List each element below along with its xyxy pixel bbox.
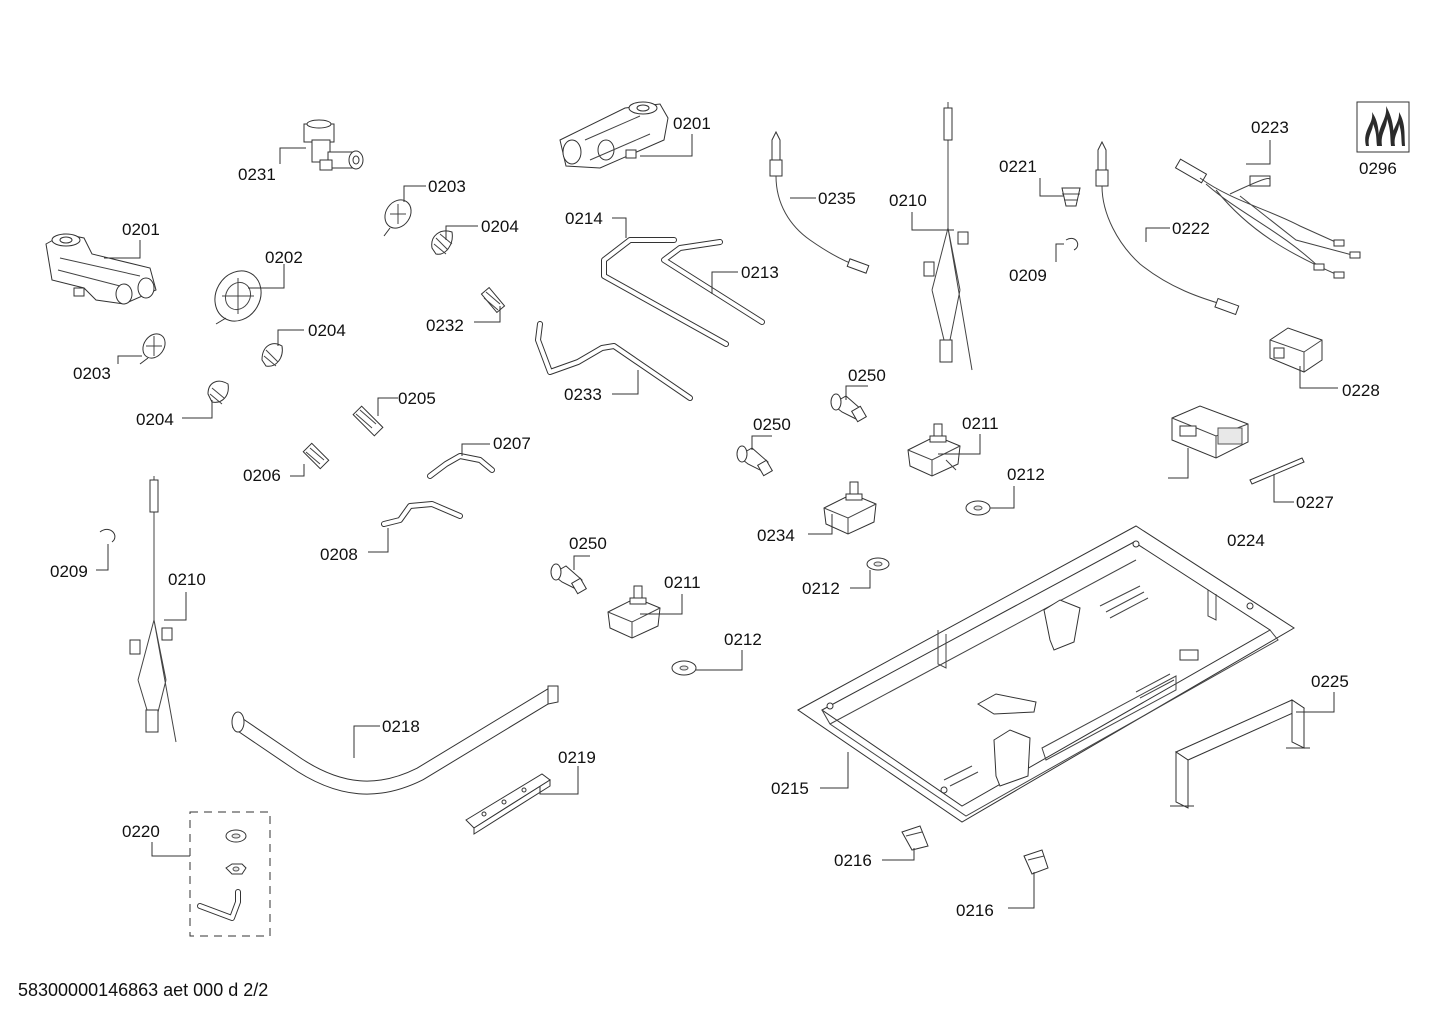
burner-valve-body-0201-left xyxy=(45,233,157,305)
gas-pipe-0233 xyxy=(535,321,693,401)
bottom-tray-0215 xyxy=(797,525,1295,823)
injector-0232 xyxy=(480,286,506,314)
part-label-0221: 0221 xyxy=(999,157,1037,176)
part-label-0216: 0216 xyxy=(834,851,872,870)
part-label-0210: 0210 xyxy=(889,191,927,210)
part-label-0211: 0211 xyxy=(664,573,701,592)
control-module-0224 xyxy=(1171,405,1249,459)
burner-cap-0204-a xyxy=(431,230,453,255)
part-label-0203: 0203 xyxy=(73,364,111,383)
part-label-0212: 0212 xyxy=(802,579,840,598)
safety-valve-0250-b xyxy=(736,445,774,477)
part-label-0227: 0227 xyxy=(1296,493,1334,512)
burner-cap-0204-c xyxy=(207,380,229,405)
part-label-0232: 0232 xyxy=(426,316,464,335)
safety-valve-0250-c xyxy=(550,563,588,595)
gas-flame-icon xyxy=(1356,101,1410,153)
retaining-clip-0209-right xyxy=(1065,237,1079,251)
part-label-0212: 0212 xyxy=(1007,465,1045,484)
part-label-0204: 0204 xyxy=(308,321,346,340)
fixing-clamp-0216-a xyxy=(901,825,929,851)
wiring-harness-0223 xyxy=(1174,158,1361,279)
part-label-0201: 0201 xyxy=(122,220,160,239)
part-label-0220: 0220 xyxy=(122,822,160,841)
part-label-0209: 0209 xyxy=(50,562,88,581)
thermocouple-0222 xyxy=(1095,140,1240,316)
part-label-0215: 0215 xyxy=(771,779,809,798)
ignition-module-0228 xyxy=(1269,327,1323,373)
seal-0212-mid xyxy=(866,557,890,571)
burner-crown-0203-left xyxy=(139,333,166,365)
part-label-0214: 0214 xyxy=(565,209,603,228)
part-label-0234: 0234 xyxy=(757,526,795,545)
part-label-0206: 0206 xyxy=(243,466,281,485)
part-label-0205: 0205 xyxy=(398,389,436,408)
gas-pipe-0214 xyxy=(601,237,729,347)
part-label-0203: 0203 xyxy=(428,177,466,196)
ignition-electrode-0210-top xyxy=(923,102,973,371)
gas-tap-0234 xyxy=(823,481,877,535)
part-label-0216: 0216 xyxy=(956,901,994,920)
part-label-0204: 0204 xyxy=(481,217,519,236)
part-label-0204: 0204 xyxy=(136,410,174,429)
thermocouple-0235 xyxy=(769,130,870,274)
insulation-strip-0227 xyxy=(1249,457,1305,485)
part-label-0250: 0250 xyxy=(848,366,886,385)
fixing-clamp-0216-b xyxy=(1023,849,1049,875)
safety-valve-0250-a xyxy=(830,393,868,423)
part-label-0223: 0223 xyxy=(1251,118,1289,137)
part-label-0235: 0235 xyxy=(818,189,856,208)
part-label-0296: 0296 xyxy=(1359,159,1397,178)
gas-tap-0211-top xyxy=(907,423,961,477)
part-label-0219: 0219 xyxy=(558,748,596,767)
main-gas-pipe-0218 xyxy=(231,685,559,795)
burner-cap-0204-b xyxy=(261,343,283,367)
burner-crown-0203-top xyxy=(383,199,412,237)
injector-0205 xyxy=(352,405,384,437)
gas-tap-0211-bottom xyxy=(607,585,661,639)
part-label-0224: 0224 xyxy=(1227,531,1265,550)
burner-cap-0221 xyxy=(1061,187,1081,207)
part-label-0222: 0222 xyxy=(1172,219,1210,238)
part-label-0228: 0228 xyxy=(1342,381,1380,400)
part-label-0208: 0208 xyxy=(320,545,358,564)
tap-valve-0231 xyxy=(303,119,364,171)
gas-pipe-0213 xyxy=(661,239,765,325)
part-label-0233: 0233 xyxy=(564,385,602,404)
part-label-0207: 0207 xyxy=(493,434,531,453)
part-label-0211: 0211 xyxy=(962,414,999,433)
part-label-0218: 0218 xyxy=(382,717,420,736)
retaining-clip-0209-left xyxy=(99,528,116,543)
ignition-electrode-0210-left xyxy=(129,476,177,743)
part-label-0231: 0231 xyxy=(238,165,276,184)
gas-pipe-0207 xyxy=(427,453,495,479)
connector-kit-0220 xyxy=(189,811,271,937)
part-label-0212: 0212 xyxy=(724,630,762,649)
part-label-0225: 0225 xyxy=(1311,672,1349,691)
part-label-0209: 0209 xyxy=(1009,266,1047,285)
seal-0212-bottom xyxy=(671,660,697,676)
part-label-0250: 0250 xyxy=(753,415,791,434)
part-label-0250: 0250 xyxy=(569,534,607,553)
document-id: 58300000146863 aet 000 d 2/2 xyxy=(18,980,269,1000)
injector-0206 xyxy=(302,442,330,470)
part-label-0213: 0213 xyxy=(741,263,779,282)
seal-0212-top xyxy=(965,500,991,516)
gas-pipe-0208 xyxy=(381,501,463,527)
mounting-bracket-0219 xyxy=(465,773,551,835)
part-label-0202: 0202 xyxy=(265,248,303,267)
burner-cap-0202 xyxy=(214,270,262,325)
burner-valve-body-0201-top xyxy=(559,101,669,169)
part-label-0210: 0210 xyxy=(168,570,206,589)
part-label-0201: 0201 xyxy=(673,114,711,133)
support-bracket-0225 xyxy=(1170,699,1310,809)
